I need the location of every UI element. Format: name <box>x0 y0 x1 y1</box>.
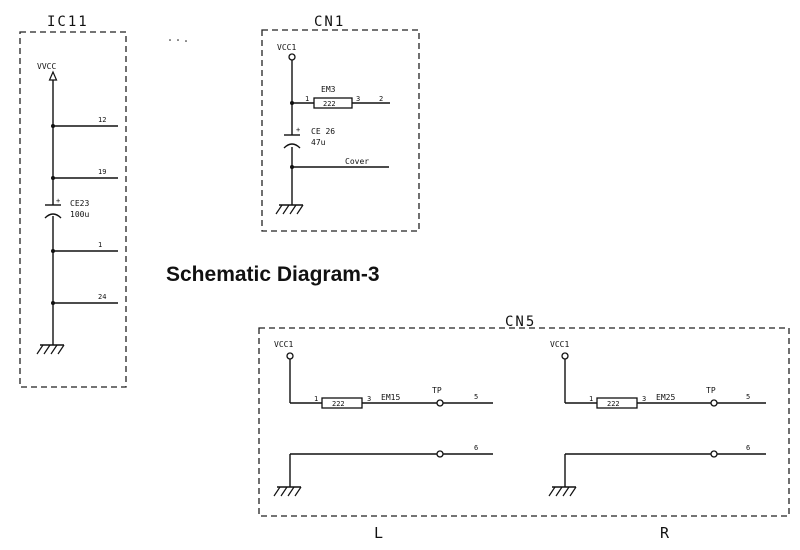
cn1-signal-label: Cover <box>345 157 369 166</box>
em3-value: 222 <box>323 100 336 108</box>
ic11-pin-12: 12 <box>51 116 118 128</box>
ic11-supply-label: VVCC <box>37 62 56 71</box>
scan-specks <box>169 39 187 42</box>
cn5-left-supply-label: VCC1 <box>274 340 293 349</box>
cn1-ground-icon <box>275 204 304 215</box>
cn1-out-pin: 2 <box>379 95 383 103</box>
em25-value: 222 <box>607 400 620 408</box>
svg-text:24: 24 <box>98 293 106 301</box>
cn5-right-tp-terminal-icon <box>710 399 718 407</box>
em25-pin1: 1 <box>589 395 593 403</box>
ce26-name: CE 26 <box>311 127 335 136</box>
cn1-dashed-border <box>261 29 420 232</box>
cn5-left-tp-label: TP <box>432 386 442 395</box>
em3-pin1: 1 <box>305 95 309 103</box>
cn5-left-gnd-terminal-icon <box>436 450 444 458</box>
ic11-pin-1: 1 <box>51 241 118 253</box>
cn5-channel-left: VCC1 222 1 3 EM15 TP 5 6 <box>273 340 493 497</box>
cn5-left-side-label: L <box>374 524 383 542</box>
svg-text:12: 12 <box>98 116 106 124</box>
cn5-right-supply-label: VCC1 <box>550 340 569 349</box>
cn5-right-side-label: R <box>660 524 670 542</box>
cn5-dashed-border <box>258 327 790 517</box>
em15-pin1: 1 <box>314 395 318 403</box>
svg-text:19: 19 <box>98 168 106 176</box>
svg-text:1: 1 <box>98 241 102 249</box>
em15-name: EM15 <box>381 393 400 402</box>
em15-pin3: 3 <box>367 395 371 403</box>
cn5-channel-right: VCC1 222 1 3 EM25 TP 5 6 <box>548 340 766 497</box>
ce26-capacitor-icon: + <box>283 126 301 149</box>
ic11-pin-24: 24 <box>51 293 118 305</box>
cn1-block: CN1 VCC1 222 EM3 1 3 2 + CE 26 47u Cover <box>261 14 420 232</box>
cn5-right-tp-label: TP <box>706 386 716 395</box>
em15-value: 222 <box>332 400 345 408</box>
svg-text:+: + <box>296 126 300 134</box>
ic11-pin-19: 19 <box>51 168 118 180</box>
cn5-block: CN5 VCC1 222 1 3 EM15 TP 5 6 <box>258 314 790 542</box>
cn5-right-out-pin: 5 <box>746 393 750 401</box>
cn5-right-supply-terminal-icon <box>561 352 569 360</box>
page-title: Schematic Diagram-3 <box>166 263 380 286</box>
em25-name: EM25 <box>656 393 675 402</box>
ce23-capacitor-icon: + <box>44 197 62 219</box>
ce23-name: CE23 <box>70 199 89 208</box>
cn5-left-gnd-pin: 6 <box>474 444 478 452</box>
em3-pin3: 3 <box>356 95 360 103</box>
cn5-left-out-pin: 5 <box>474 393 478 401</box>
cn5-left-supply-terminal-icon <box>286 352 294 360</box>
cn5-left-tp-terminal-icon <box>436 399 444 407</box>
cn5-right-gnd-terminal-icon <box>710 450 718 458</box>
em3-name: EM3 <box>321 85 336 94</box>
ic11-block: IC11 VVCC + CE23 100u 12 19 <box>19 14 127 388</box>
ce23-value: 100u <box>70 210 89 219</box>
cn5-right-ground-icon <box>548 486 577 497</box>
ic11-dashed-border <box>19 31 127 388</box>
cn1-supply-terminal-icon <box>288 53 296 61</box>
cn5-left-ground-icon <box>273 486 302 497</box>
cn5-label: CN5 <box>505 314 536 330</box>
ic11-ground-icon <box>36 344 65 355</box>
em25-pin3: 3 <box>642 395 646 403</box>
vvcc-arrow-icon <box>48 70 58 81</box>
cn1-label: CN1 <box>314 14 345 30</box>
svg-text:+: + <box>56 197 60 205</box>
ic11-label: IC11 <box>47 14 89 30</box>
ce26-value: 47u <box>311 138 326 147</box>
cn1-supply-label: VCC1 <box>277 43 296 52</box>
cn5-right-gnd-pin: 6 <box>746 444 750 452</box>
